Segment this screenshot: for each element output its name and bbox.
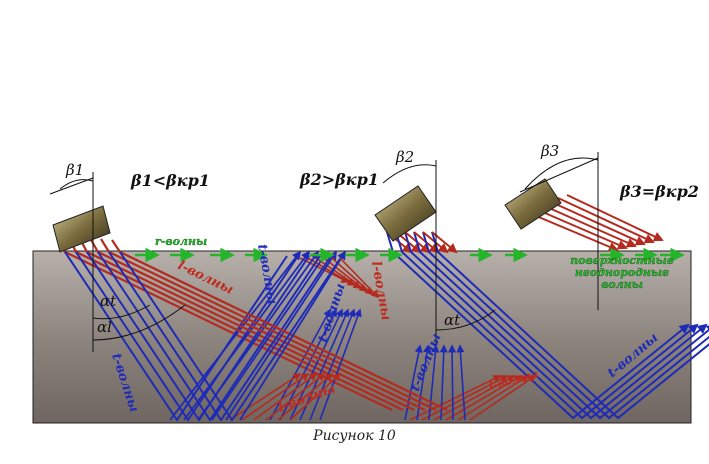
longitudinal-ray [557,197,655,244]
transverse-ray [404,231,708,420]
transverse-ray [108,251,332,422]
longitudinal-ray [289,372,342,421]
r-waves-label: r-волны [155,235,207,248]
beta3-label: β3 [540,142,559,160]
transverse-ray [239,250,346,421]
transverse-ray [211,250,329,421]
condition-2: β2>βкр1 [299,170,379,189]
transverse-ray [97,251,321,422]
wave-rays [56,194,709,422]
longitudinal-ray [315,257,362,289]
longitudinal-ray [241,373,310,421]
transverse-ray [456,344,466,421]
alpha-t2-label: αt [444,311,461,329]
longitudinal-ray [548,200,646,246]
condition-1: β1<βкр1 [130,171,210,190]
angle-markers [49,152,599,352]
longitudinal-ray [409,375,502,421]
surface-waves-line-2: неоднородные [575,266,669,279]
probe-3 [504,178,562,230]
alpha-l-label: αl [97,318,112,336]
beta1-label: β1 [65,161,84,179]
longitudinal-ray [323,257,368,292]
longitudinal-ray [277,372,334,421]
transverse-ray [75,251,299,422]
longitudinal-ray [457,375,530,421]
transverse-ray [299,308,350,421]
longitudinal-ray [433,375,516,421]
beta2-label: β2 [395,148,414,166]
transverse-ray [64,251,288,422]
transverse-ray [225,250,337,421]
transverse-ray [119,251,343,422]
transverse-ray [386,231,690,420]
probe-1 [52,205,111,253]
transverse-ray [319,308,362,421]
probe-2 [374,185,437,242]
longitudinal-ray [445,375,523,421]
longitudinal-ray [539,203,637,248]
longitudinal-ray [421,375,509,421]
transverse-ray [413,231,709,420]
transverse-ray [309,308,356,421]
alpha-t-label: αt [100,292,117,310]
figure-caption: Рисунок 10 [313,428,396,444]
surface-waves-line-3: волны [601,278,643,291]
transverse-ray [422,231,709,420]
longitudinal-ray [265,373,326,421]
condition-3: β3=βкр2 [619,182,699,201]
surface-waves-line-1: поверхностные [570,254,674,267]
longitudinal-ray [566,194,664,242]
transverse-ray [448,344,457,421]
longitudinal-ray [469,375,537,421]
longitudinal-ray [253,373,318,421]
transverse-ray [431,231,709,420]
longitudinal-ray [229,373,302,421]
longitudinal-ray [331,257,374,296]
transverse-ray [395,231,699,420]
transverse-ray [197,250,320,421]
transverse-ray [183,250,311,421]
longitudinal-ray [530,206,628,250]
longitudinal-ray [339,257,380,299]
